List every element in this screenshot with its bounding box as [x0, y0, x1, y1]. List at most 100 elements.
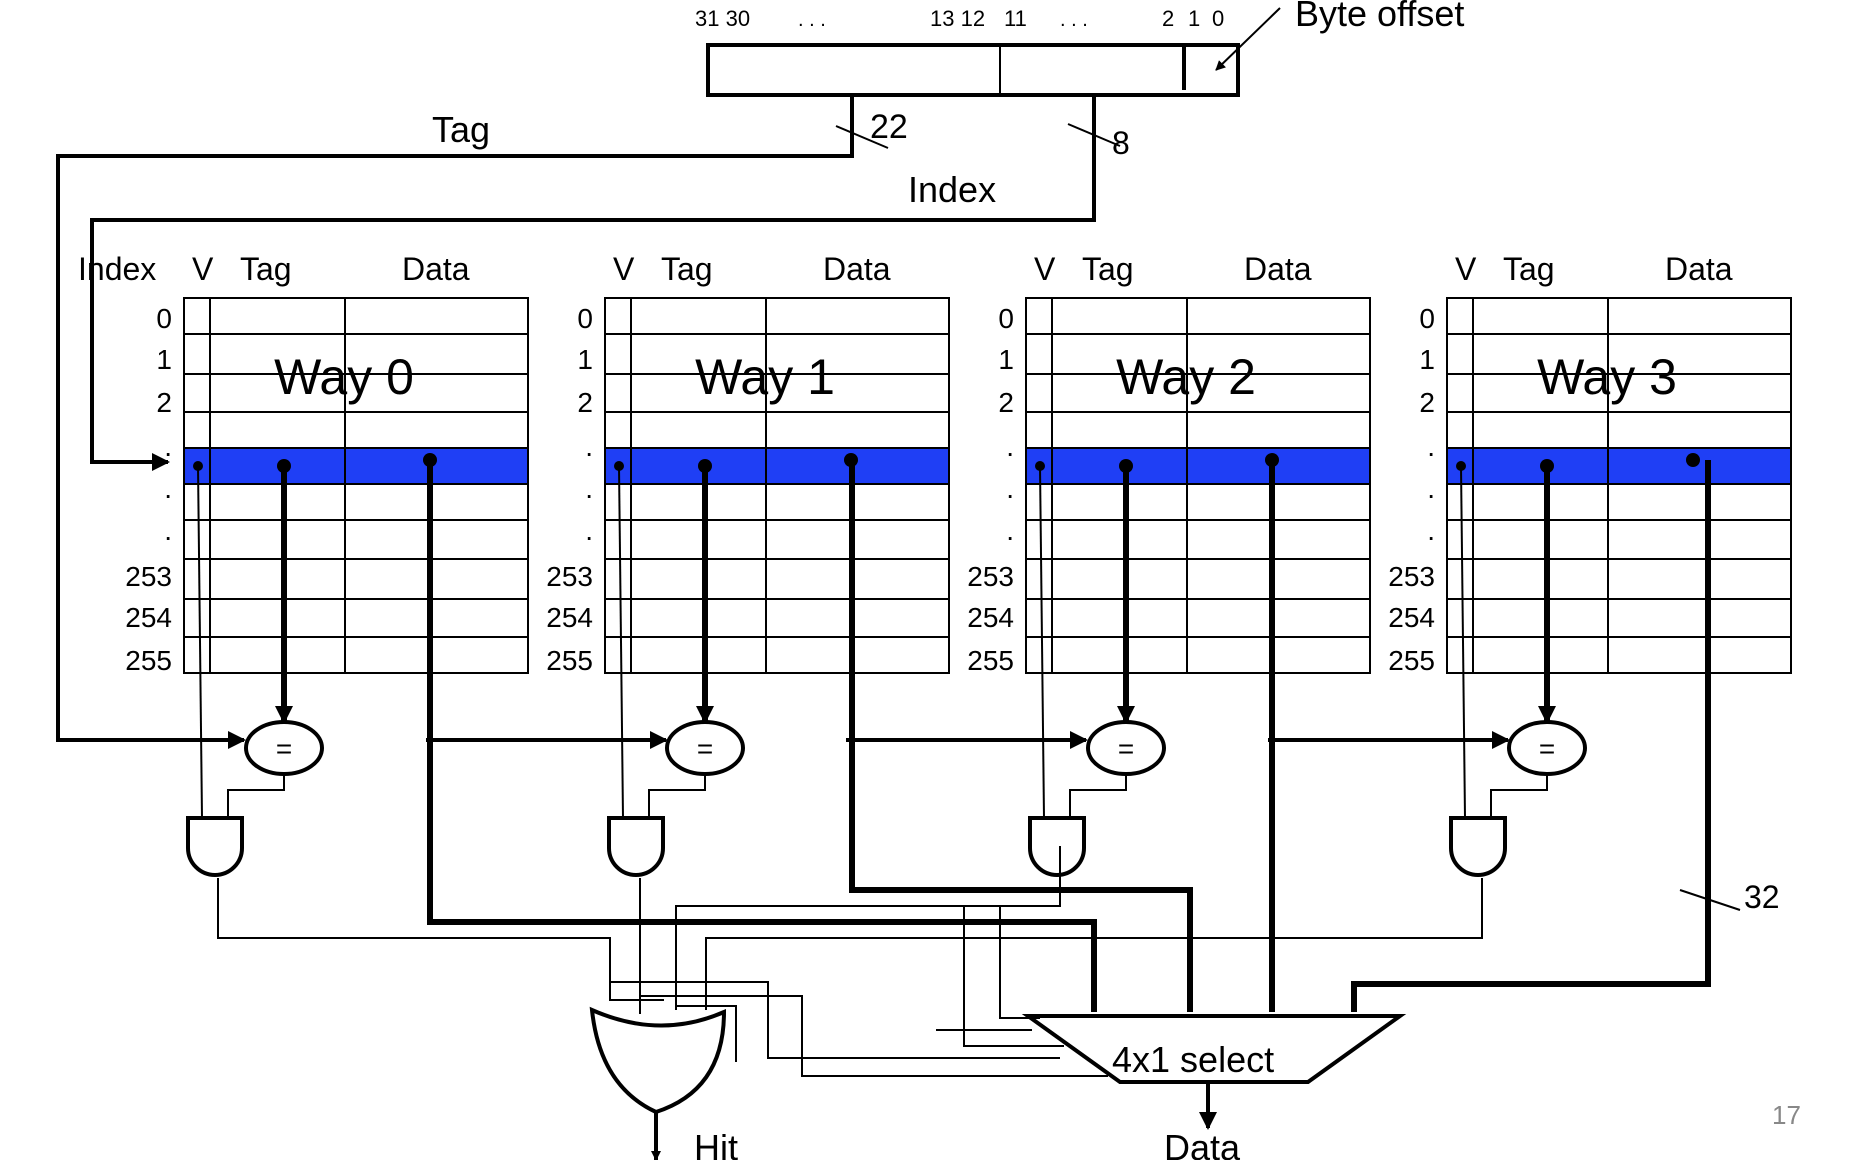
data-width-label: 32: [1744, 879, 1780, 915]
way-0-selected-row: [184, 448, 528, 484]
way-2-table: [1025, 297, 1371, 674]
way-0: V Tag Data 0 1 2... 253 254 255 Way 0 =: [125, 251, 529, 877]
way-3-row-label: 253: [1388, 561, 1435, 592]
way-0-row-label: .: [164, 431, 172, 462]
way-0-row-label: 0: [156, 303, 172, 334]
way-3-row-label: 1: [1419, 344, 1435, 375]
way-0-row-label: 254: [125, 602, 172, 633]
way-2-row-label: 255: [967, 645, 1014, 676]
way-0-row-label: .: [164, 515, 172, 546]
way-1-comparator-symbol: =: [697, 733, 713, 764]
index-column-header: Index: [78, 251, 156, 287]
way-1-row-label: 0: [577, 303, 593, 334]
page-number: 17: [1772, 1100, 1801, 1130]
way-0-v-header: V: [192, 251, 214, 287]
way-3-data-header: Data: [1665, 251, 1733, 287]
way-1-valid-wire: [618, 465, 624, 819]
hit-label: Hit: [694, 1127, 738, 1160]
tag-bus: [56, 95, 1510, 749]
way-2-row-label: 254: [967, 602, 1014, 633]
way-1-row-label: 253: [546, 561, 593, 592]
way-2-comparator-symbol: =: [1118, 733, 1134, 764]
way-0-data-header: Data: [402, 251, 470, 287]
way-2-row-label: .: [1006, 515, 1014, 546]
way-0-table: [183, 297, 529, 674]
way-2-v-header: V: [1034, 251, 1056, 287]
way-3-name: Way 3: [1537, 349, 1677, 405]
way-3-row-label: 0: [1419, 303, 1435, 334]
data-buses: [427, 460, 1741, 1012]
way-3-row-label: 255: [1388, 645, 1435, 676]
way-0-name: Way 0: [274, 349, 414, 405]
way-2-row-label: .: [1006, 431, 1014, 462]
way-3-row-label: 2: [1419, 387, 1435, 418]
way-1-row-label: .: [585, 473, 593, 504]
index-label: Index: [908, 169, 996, 210]
way-0-tag-header: Tag: [240, 251, 292, 287]
cache-ways: V Tag Data 0 1 2... 253 254 255 Way 0 = V Tag Data 0 1 2…: [125, 251, 1792, 877]
bit-label-31-30: 31 30: [695, 6, 750, 31]
way-0-row-label: 1: [156, 344, 172, 375]
way-1-v-header: V: [613, 251, 635, 287]
way-1-row-label: 254: [546, 602, 593, 633]
way-2-tag-header: Tag: [1082, 251, 1134, 287]
way-3-valid-wire: [1460, 465, 1466, 819]
tag-label: Tag: [432, 109, 490, 150]
way-3-row-label: .: [1427, 431, 1435, 462]
way-3-v-header: V: [1455, 251, 1477, 287]
way-0-valid-wire: [197, 465, 203, 819]
way-1-row-label: 2: [577, 387, 593, 418]
way-1-selected-row: [605, 448, 949, 484]
data-output-label: Data: [1164, 1127, 1241, 1160]
bit-label-2: 2: [1162, 6, 1174, 31]
way-3-row-label: 254: [1388, 602, 1435, 633]
way-1-data-header: Data: [823, 251, 891, 287]
bit-label-1: 1: [1188, 6, 1200, 31]
tag-width-label: 22: [870, 108, 908, 146]
way-2-row-label: 2: [998, 387, 1014, 418]
way-1-name: Way 1: [695, 349, 835, 405]
way-1-compare-wire: [648, 774, 706, 818]
or-gate: [589, 1006, 727, 1160]
way-0-and-gate: [186, 816, 244, 877]
way-0-row-label: 255: [125, 645, 172, 676]
address-bit-labels: 31 30 . . . 13 12 11 . . . 2 1 0: [695, 6, 1224, 31]
bit-label-0: 0: [1212, 6, 1224, 31]
way-0-row-label: .: [164, 473, 172, 504]
bit-label-dots-high: . . .: [798, 9, 826, 31]
way-3-data-tap: [1686, 453, 1700, 467]
way-1-tag-header: Tag: [661, 251, 713, 287]
way-3-compare-wire: [1490, 774, 1548, 818]
way-0-row-label: 2: [156, 387, 172, 418]
way-2-row-label: 1: [998, 344, 1014, 375]
bit-label-13-12: 13 12: [930, 6, 985, 31]
way-3-selected-row: [1447, 448, 1791, 484]
way-0-row-label: 253: [125, 561, 172, 592]
way-1-row-label: 255: [546, 645, 593, 676]
way-2-name: Way 2: [1116, 349, 1256, 405]
way-3-and-gate: [1449, 816, 1507, 877]
bit-label-dots-low: . . .: [1060, 9, 1088, 31]
way-1-and-gate: [607, 816, 665, 877]
way-2-data-header: Data: [1244, 251, 1312, 287]
way-3-comparator-symbol: =: [1539, 733, 1555, 764]
index-bus: [90, 95, 1121, 471]
bit-label-11: 11: [1004, 6, 1027, 31]
way-2-valid-wire: [1039, 465, 1045, 819]
hit-wiring: [217, 846, 1483, 1077]
way-1-row-label: .: [585, 431, 593, 462]
mux-4x1-select: [1021, 1014, 1407, 1130]
byte-offset-arrow: [1215, 7, 1281, 71]
way-0-compare-wire: [227, 774, 285, 818]
way-2-and-gate: [1028, 816, 1086, 877]
way-1-table: [604, 297, 950, 674]
way-2-compare-wire: [1069, 774, 1127, 818]
way-3-row-label: .: [1427, 515, 1435, 546]
address-register: [706, 43, 1240, 97]
way-3-tag-header: Tag: [1503, 251, 1555, 287]
way-0-comparator-symbol: =: [276, 733, 292, 764]
way-2-row-label: 0: [998, 303, 1014, 334]
